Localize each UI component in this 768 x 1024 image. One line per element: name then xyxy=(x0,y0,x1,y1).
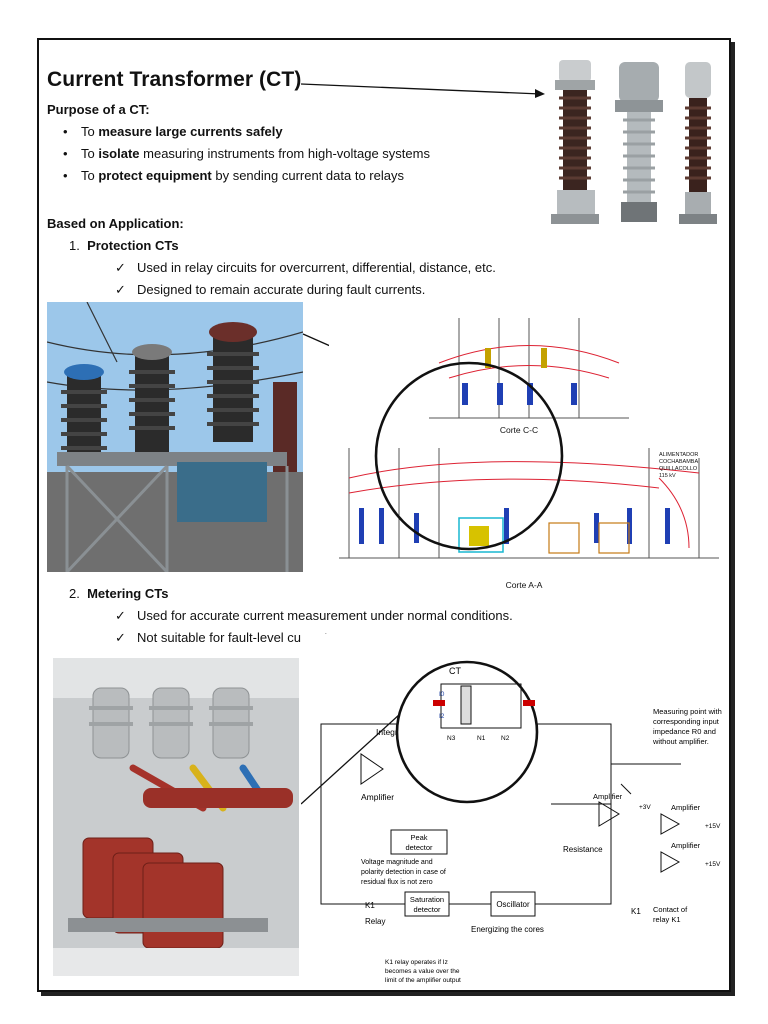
section-aa-label: Corte A-A xyxy=(506,580,543,590)
purpose-item-1: •To measure large currents safely xyxy=(63,124,283,139)
ct-product-photo xyxy=(551,60,717,224)
feeder-note-4: 115 kV xyxy=(659,473,676,479)
svg-text:without amplifier.: without amplifier. xyxy=(652,737,709,746)
n2-label: N2 xyxy=(501,735,510,742)
purpose-heading: Purpose of a CT: xyxy=(47,102,150,117)
plus15-label-2: +15V xyxy=(705,861,721,868)
purpose-item-2: •To isolate measuring instruments from h… xyxy=(63,146,430,161)
amplifier-label-3: Amplifier xyxy=(671,841,701,850)
substation-photo xyxy=(47,302,303,572)
ct-label: CT xyxy=(449,666,461,676)
amplifier-label: Amplifier xyxy=(361,792,394,802)
flux-note: Voltage magnitude and xyxy=(361,859,433,866)
svg-text:impedance R0 and: impedance R0 and xyxy=(653,727,716,736)
feeder-note: ALIMENTADOR xyxy=(659,452,698,458)
n3-label: N3 xyxy=(447,735,456,742)
purpose-item-3: •To protect equipment by sending current… xyxy=(63,168,404,183)
title-arrow xyxy=(301,83,545,98)
plus15-label-1: +15V xyxy=(705,823,721,830)
page-frame: Current Transformer (CT) Purpose of a CT… xyxy=(37,38,731,992)
svg-text:residual flux is not zero: residual flux is not zero xyxy=(361,879,433,886)
metering-point-1: ✓Used for accurate current measurement u… xyxy=(115,608,513,624)
page-title: Current Transformer (CT) xyxy=(47,68,302,91)
i2-label: I2 xyxy=(439,713,445,720)
svg-text:detector: detector xyxy=(405,843,433,852)
plus3-label: +3V xyxy=(639,804,651,811)
contact-note: Contact of xyxy=(653,905,688,914)
oscillator-label: Oscillator xyxy=(496,900,530,909)
svg-text:polarity detection in case of: polarity detection in case of xyxy=(361,869,446,876)
substation-drawing: Corte C-C ALIMENTADOR COCHABAMBA QUILLAC… xyxy=(329,308,725,590)
section-cc-label: Corte C-C xyxy=(500,425,538,435)
relay-label: Relay xyxy=(365,917,385,926)
feeder-note-3: QUILLACOLLO xyxy=(659,466,698,472)
metering-ct-photo xyxy=(53,658,299,976)
peak-detector-label: Peak xyxy=(410,833,427,842)
protection-point-2: ✓Designed to remain accurate during faul… xyxy=(115,282,426,298)
highlight-circle xyxy=(374,361,564,551)
metering-ct-heading: 2. Metering CTs xyxy=(69,586,169,601)
k1-contact-label: K1 xyxy=(631,907,641,916)
measuring-point-note: Measuring point with xyxy=(653,707,722,716)
svg-text:limit of the amplifier output: limit of the amplifier output xyxy=(385,977,461,984)
ct-highlight-circle xyxy=(395,660,539,804)
saturation-detector-label: Saturation xyxy=(410,895,444,904)
protection-point-1: ✓Used in relay circuits for overcurrent,… xyxy=(115,260,496,276)
amplifier-label-2: Amplifier xyxy=(671,803,701,812)
n1-label: N1 xyxy=(477,735,486,742)
metering-point-2: ✓Not suitable for fault-level currents. xyxy=(115,630,338,646)
svg-text:becomes a value over the: becomes a value over the xyxy=(385,968,460,975)
integrator-label: Integrator xyxy=(376,727,413,737)
k1-label: K1 xyxy=(365,901,375,910)
i0-label: I0 xyxy=(439,691,445,698)
feeder-note-2: COCHABAMBA xyxy=(659,459,698,465)
protection-ct-heading: 1. Protection CTs xyxy=(69,238,179,253)
svg-text:detector: detector xyxy=(413,905,441,914)
amplifier-right-label: Amplifier xyxy=(593,792,623,801)
application-heading: Based on Application: xyxy=(47,216,184,231)
resistance-label: Resistance xyxy=(563,845,603,854)
k1-note: K1 relay operates if Iz xyxy=(385,959,448,966)
svg-text:relay K1: relay K1 xyxy=(653,915,681,924)
circuit-diagram: Integrator Amplifier CT I0 I2 N3 N1 N2 P… xyxy=(301,634,725,984)
svg-text:corresponding input: corresponding input xyxy=(653,717,720,726)
energizing-label: Energizing the cores xyxy=(471,925,544,934)
